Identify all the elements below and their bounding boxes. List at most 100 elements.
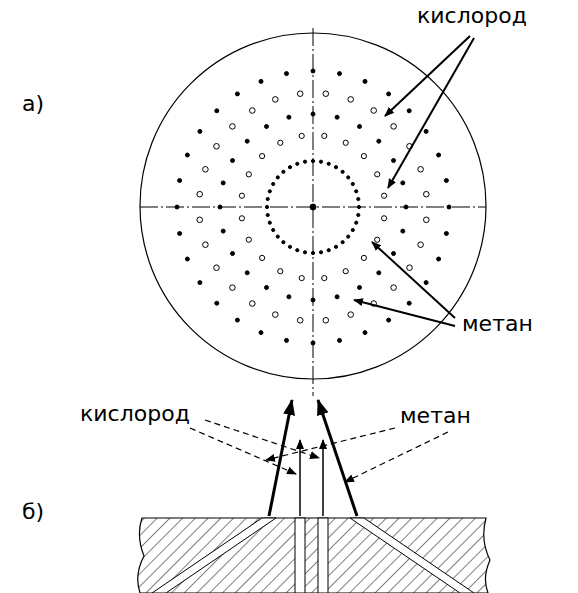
methane-hole [221, 229, 225, 233]
methane-hole [282, 241, 285, 244]
methane-hole [198, 129, 202, 133]
methane-hole [355, 221, 358, 224]
methane-hole [335, 295, 339, 299]
oxygen-hole [391, 124, 397, 130]
methane-hole [245, 139, 249, 143]
methane-hole [357, 213, 360, 216]
center-hole [310, 204, 316, 210]
methane-hole [387, 318, 391, 322]
oxygen-hole [371, 108, 377, 114]
methane-hole [341, 241, 344, 244]
methane-hole [319, 251, 322, 254]
flow-arrow [322, 440, 324, 516]
methane-hole [347, 235, 350, 238]
methane-hole [447, 205, 451, 209]
methane-hole [296, 162, 299, 165]
methane-hole [401, 181, 405, 185]
oxygen-hole [197, 191, 203, 197]
methane-hole [377, 271, 381, 275]
methane-hole [282, 170, 285, 173]
methane-hole [272, 182, 275, 185]
methane-hole [404, 205, 408, 209]
methane-hole [276, 235, 279, 238]
methane-hole [334, 245, 337, 248]
methane-hole [288, 245, 291, 248]
oxygen-hole [343, 269, 348, 274]
methane-hole [351, 182, 354, 185]
methane-hole [303, 160, 306, 163]
methane-hole [265, 205, 268, 208]
oxygen-hole [203, 242, 209, 248]
oxygen-hole [214, 265, 220, 271]
oxygen-hole [214, 144, 220, 150]
methane-hole [311, 251, 314, 254]
methane-hole [311, 112, 315, 116]
methane-hole [444, 179, 448, 183]
oxygen-hole [343, 140, 348, 145]
oxygen-hole [407, 265, 413, 271]
oxygen-hole [297, 318, 303, 324]
leader-line [266, 428, 395, 460]
methane-hole [311, 298, 315, 302]
methane-hole [363, 331, 367, 335]
flow-label: кислород [78, 402, 192, 426]
methane-hole [341, 170, 344, 173]
methane-hole [259, 331, 263, 335]
methane-hole [215, 301, 219, 305]
methane-hole [287, 295, 291, 299]
methane-hole [231, 252, 235, 256]
methane-hole [265, 286, 269, 290]
oxygen-hole [230, 285, 236, 291]
oxygen-channel [318, 518, 328, 593]
methane-hole [363, 79, 367, 83]
methane-hole [285, 72, 289, 76]
leader-line [345, 432, 448, 482]
methane-hole [338, 338, 342, 342]
leader-arrow [385, 36, 470, 116]
leader-arrow [372, 242, 455, 318]
oxygen-hole [250, 301, 256, 307]
methane-hole [387, 92, 391, 96]
oxygen-hole [418, 167, 424, 173]
methane-hole [335, 115, 339, 119]
methane-hole [327, 249, 330, 252]
oxygen-channel [295, 518, 305, 593]
methane-hole [198, 281, 202, 285]
oxygen-hole [197, 217, 203, 223]
view-label: а) [20, 92, 46, 116]
methane-hole [268, 221, 271, 224]
flow-label: метан [460, 312, 535, 336]
oxygen-hole [203, 167, 209, 173]
methane-hole [311, 159, 314, 162]
methane-hole [437, 257, 441, 261]
oxygen-hole [348, 312, 354, 318]
methane-hole [178, 232, 182, 236]
flow-label: кислород [415, 4, 529, 28]
oxygen-hole [391, 285, 397, 291]
flow-label: метан [398, 404, 473, 428]
methane-hole [311, 341, 315, 345]
oxygen-hole [424, 217, 430, 223]
methane-hole [424, 281, 428, 285]
methane-hole [185, 153, 189, 157]
oxygen-hole [323, 91, 329, 97]
oxygen-hole [230, 124, 236, 130]
methane-hole [268, 190, 271, 193]
oxygen-hole [299, 133, 304, 138]
oxygen-hole [299, 276, 304, 281]
oxygen-hole [246, 172, 251, 177]
leader-arrow [354, 300, 455, 326]
methane-hole [311, 69, 315, 73]
methane-channel [350, 518, 474, 593]
oxygen-hole [424, 191, 430, 197]
methane-hole [319, 160, 322, 163]
methane-hole [221, 181, 225, 185]
oxygen-hole [246, 237, 251, 242]
oxygen-hole [278, 140, 283, 145]
leader-line [205, 420, 319, 458]
methane-hole [401, 229, 405, 233]
methane-hole [407, 109, 411, 113]
oxygen-hole [278, 269, 283, 274]
methane-hole [437, 153, 441, 157]
methane-hole [185, 257, 189, 261]
